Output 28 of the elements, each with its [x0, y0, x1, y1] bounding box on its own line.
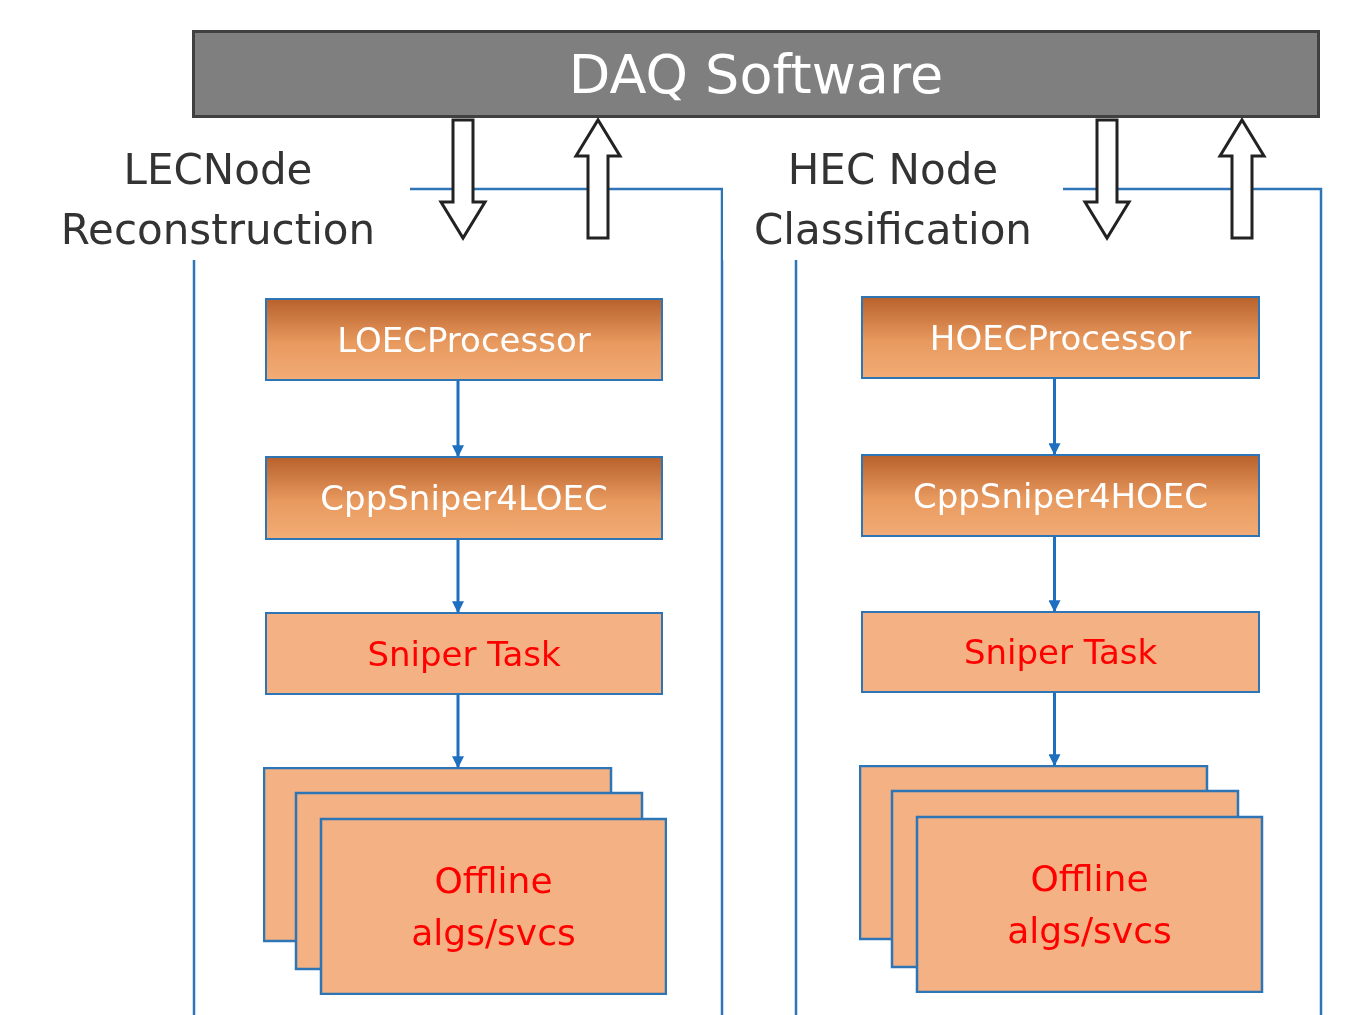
box-label: Sniper Task — [366, 632, 562, 676]
stacked-boxes — [263, 767, 667, 995]
hollow-arrow — [573, 117, 623, 240]
box-label: HOECProcessor — [928, 316, 1193, 360]
process-box — [861, 611, 1260, 693]
arrow — [452, 695, 464, 769]
box-label: Sniper Task — [962, 631, 1159, 674]
process-box — [265, 298, 663, 381]
arrow — [1048, 379, 1061, 456]
process-box — [265, 456, 663, 540]
process-box — [861, 296, 1260, 379]
hollow-arrow — [438, 118, 488, 241]
box-label: Offline algs/svcs — [1006, 856, 1173, 953]
box-label: CppSniper4LOEC — [319, 477, 609, 520]
arrow — [1048, 537, 1061, 613]
stacked-boxes — [859, 765, 1264, 993]
arrow — [452, 540, 464, 614]
process-box — [265, 612, 663, 695]
arrow — [452, 381, 464, 458]
bar-label: DAQ Software — [567, 41, 945, 108]
title-bar — [192, 30, 1320, 118]
box-label: CppSniper4HOEC — [911, 474, 1210, 518]
process-box — [861, 454, 1260, 537]
box-label: LOECProcessor — [336, 318, 592, 362]
hollow-arrow — [1082, 118, 1132, 241]
hollow-arrow — [1217, 117, 1267, 240]
box-label: Offline algs/svcs — [410, 858, 577, 955]
arrow — [1048, 693, 1061, 767]
